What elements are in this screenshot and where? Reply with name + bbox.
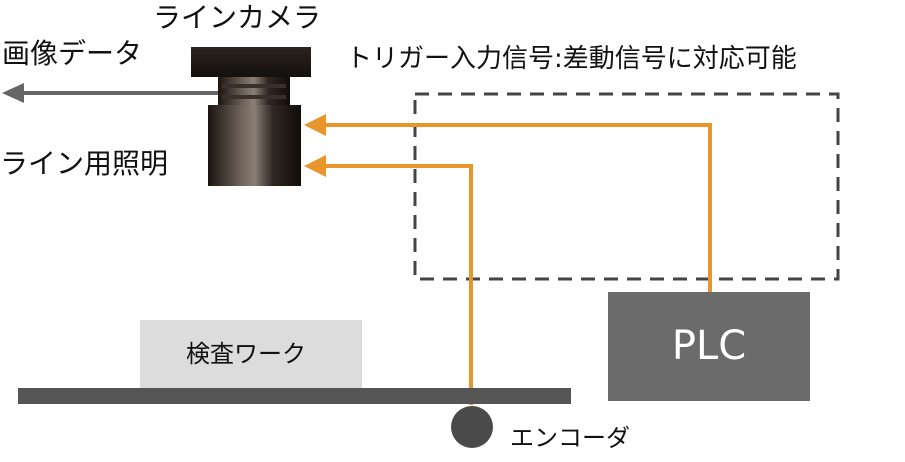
workpiece-box: [140, 320, 362, 388]
plc-label: PLC: [671, 323, 747, 369]
plc-box: [608, 292, 810, 401]
encoder-signal-line: [304, 155, 473, 405]
encoder-label: エンコーダ: [510, 424, 630, 452]
conveyor-bar: [18, 388, 571, 404]
encoder-icon: [451, 406, 493, 448]
line-lighting-label: ライン用照明: [0, 147, 169, 180]
trigger-input-frame: [413, 92, 840, 281]
workpiece-label: 検査ワーク: [186, 340, 306, 368]
line-camera-icon: [191, 47, 311, 186]
trigger-input-label: トリガー入力信号:差動信号に対応可能: [346, 44, 797, 74]
image-data-arrow: [2, 83, 218, 103]
line-camera-label: ラインカメラ: [153, 1, 322, 34]
image-data-label: 画像データ: [2, 37, 143, 70]
plc-trigger-line: [304, 114, 712, 292]
